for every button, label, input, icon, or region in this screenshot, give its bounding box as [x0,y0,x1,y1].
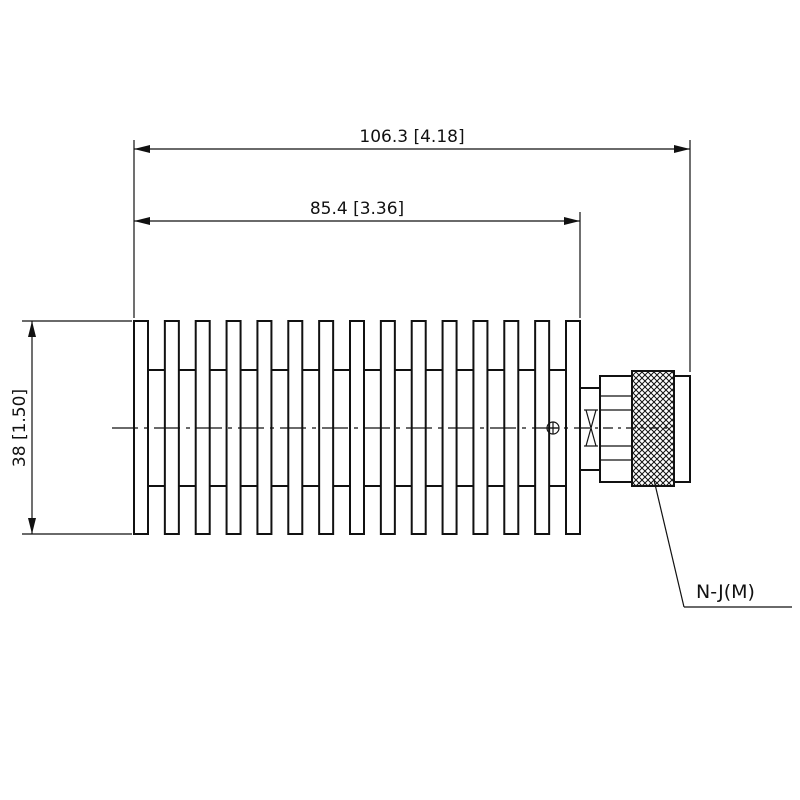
connector-front [673,375,691,483]
arrowhead [134,145,150,153]
arrowhead [674,145,690,153]
screw-symbol [546,421,560,435]
dimension-overall-length: 106.3 [4.18] [133,127,691,372]
connector-callout: N-J(M) [653,479,792,608]
connector-hex [599,375,633,483]
arrowhead [28,518,36,534]
dimension-body-length: 85.4 [3.36] [134,199,581,318]
dimension-height: 38 [1.50] [10,320,132,535]
arrowhead [564,217,580,225]
body-length-label: 85.4 [3.36] [310,199,404,219]
neck-cross-b [585,409,597,447]
connector-type-label: N-J(M) [696,581,755,603]
knurled-nut [631,370,675,487]
overall-length-label: 106.3 [4.18] [359,127,464,147]
callout-leader [653,479,685,608]
arrowhead [134,217,150,225]
arrowhead [28,321,36,337]
n-connector [579,370,691,487]
connector-neck [579,387,601,471]
height-label: 38 [1.50] [10,389,30,467]
